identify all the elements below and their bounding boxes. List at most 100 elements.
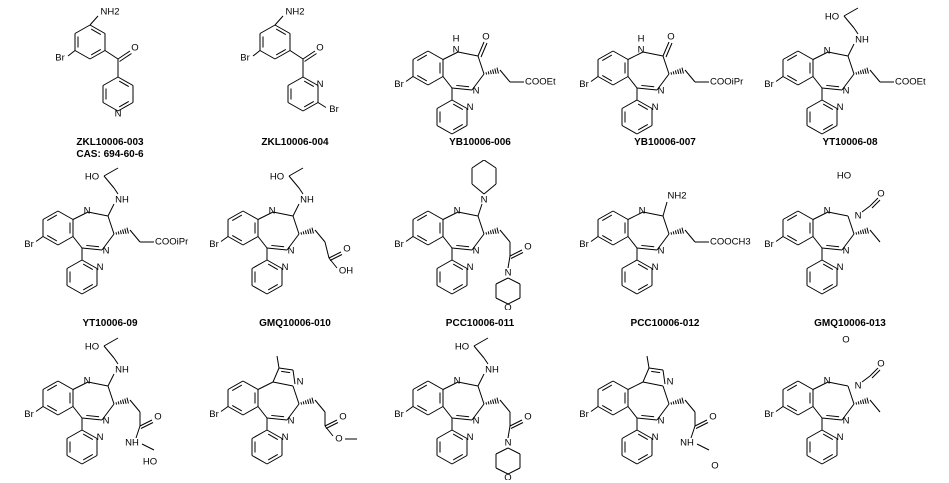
carbonyl-oxygen: O [877, 189, 884, 200]
amidine-nitrogen: N [639, 206, 646, 217]
morpholine-ring-bond [483, 160, 497, 169]
bond [405, 406, 414, 412]
bond [266, 417, 288, 421]
double-bond [822, 433, 834, 440]
bond [276, 355, 280, 369]
stereo-hash [681, 67, 684, 74]
pyridine-ring-bond [436, 125, 453, 135]
imine-nitrogen: N [473, 416, 480, 427]
pyridine-ring-bond [636, 455, 653, 465]
imidazole-nitrogen: N [297, 377, 304, 388]
double-bond [601, 235, 613, 242]
pyridine-ring-bond [436, 99, 453, 109]
pyridine-ring-bond [636, 285, 653, 295]
double-bond [267, 284, 279, 291]
double-bond [46, 235, 58, 242]
stereo-hash [489, 230, 492, 235]
stereo-hash [862, 69, 865, 75]
double-bond [822, 284, 834, 291]
benzo-ring-bond [227, 380, 244, 390]
benzo-ring-bond [57, 406, 74, 416]
stereo-hash [307, 399, 310, 405]
morpholine-ring-bond [495, 467, 509, 475]
bond [627, 76, 638, 89]
bond [827, 211, 849, 217]
imine-nitrogen: N [658, 86, 665, 97]
amine-group: NH2 [667, 191, 686, 202]
hydroxyl-group: HO [455, 342, 469, 353]
bond [87, 211, 109, 217]
stereo-hash [485, 402, 488, 405]
bond [288, 167, 304, 177]
stereo-hash [494, 398, 497, 404]
carbonyl-oxygen: O [154, 412, 161, 423]
imine-nitrogen: N [473, 86, 480, 97]
imine-nitrogen: N [658, 416, 665, 427]
bond [477, 385, 485, 405]
benzo-ring-bond [782, 380, 799, 390]
morpholine-oxygen: O [480, 160, 487, 164]
bond [442, 236, 453, 249]
morpholine-oxygen: O [504, 303, 511, 311]
double-bond [637, 103, 649, 110]
bond [627, 406, 638, 419]
pyridine-ring-bond [81, 259, 98, 269]
amidine-nitrogen: N [824, 376, 831, 387]
bond [286, 233, 300, 251]
bond [317, 102, 327, 108]
double-bond [452, 433, 464, 440]
bond [113, 357, 119, 365]
double-bond [601, 54, 613, 61]
double-bond [641, 414, 655, 418]
benzo-ring-bond [57, 210, 74, 220]
double-bond [119, 53, 132, 62]
bond [324, 419, 338, 427]
bond [471, 403, 485, 421]
bond [107, 385, 115, 405]
double-bond [826, 84, 840, 88]
carbonyl-oxygen: O [482, 32, 489, 43]
benzo-ring-bond [797, 50, 814, 60]
benzo-ring-bond [782, 76, 799, 86]
stereo-hash [496, 227, 499, 234]
bromine-atom: Br [240, 53, 250, 64]
amidine-nitrogen: N [824, 206, 831, 217]
amidine-nitrogen: N [824, 46, 831, 57]
carbonyl-oxygen: O [316, 43, 323, 54]
double-bond [456, 84, 470, 88]
bond [477, 55, 485, 75]
bond [627, 51, 644, 60]
hydroxyl-group: HO [85, 172, 99, 183]
stereo-hash [307, 229, 310, 235]
lactam-nitrogen: N [855, 211, 862, 222]
double-bond [456, 244, 470, 248]
ester-group: COOEt [525, 77, 556, 88]
bond [662, 385, 670, 405]
stereo-hash [672, 231, 675, 235]
benzo-ring-bond [612, 210, 629, 220]
benzo-ring-bond [612, 50, 629, 60]
double-bond [665, 42, 673, 58]
imine-nitrogen: N [103, 246, 110, 257]
pyridine-nitrogen: N [652, 432, 659, 443]
bond [257, 236, 268, 249]
double-bond [637, 454, 649, 461]
bond [627, 236, 638, 249]
double-bond [231, 214, 243, 221]
stereo-hash [857, 231, 860, 235]
bond [314, 229, 326, 243]
compound-id: GMQ10006-010 [259, 318, 331, 329]
pyridine-ring-bond [266, 429, 283, 439]
pyridine-nitrogen: N [652, 262, 659, 273]
bond [847, 385, 855, 405]
double-bond [786, 214, 798, 221]
double-bond [416, 235, 428, 242]
bond [288, 175, 300, 189]
bond [257, 381, 274, 390]
double-bond [510, 252, 524, 259]
